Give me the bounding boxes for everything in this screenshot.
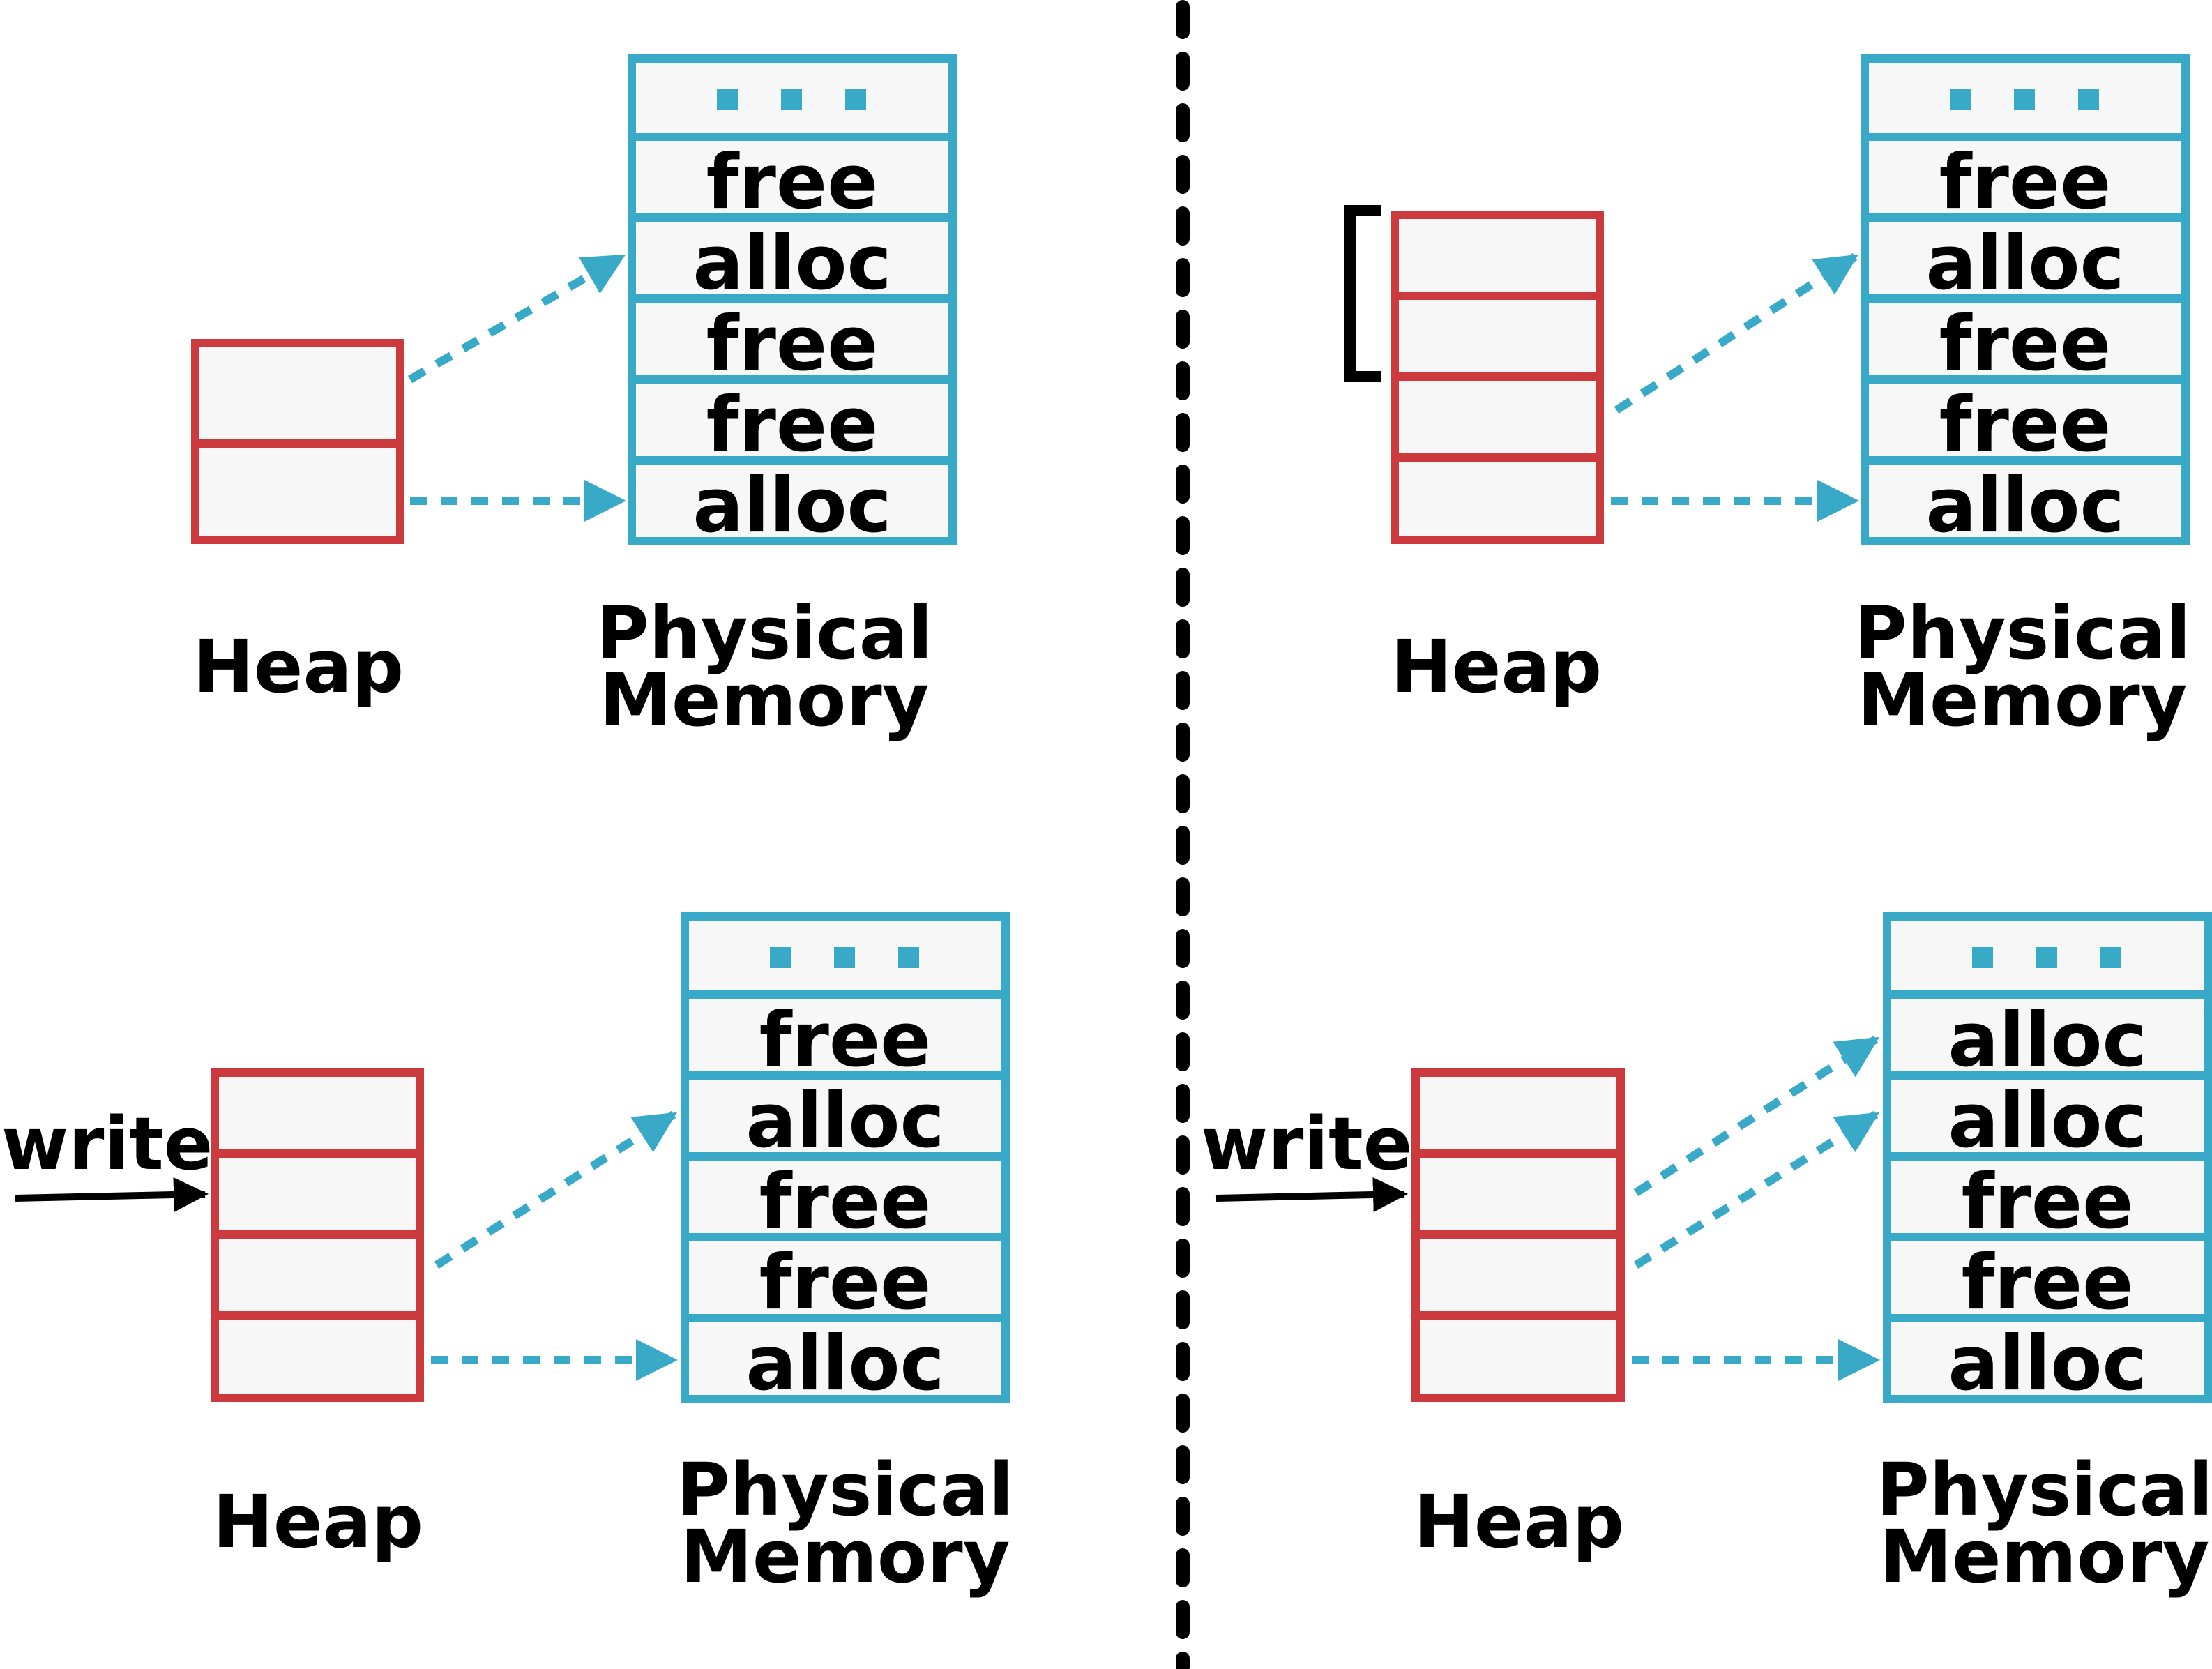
memory-cell-label: free (706, 139, 879, 226)
heap-stack (191, 339, 404, 544)
memory-cell-label: free (759, 997, 932, 1084)
memory-cell (1861, 133, 2190, 222)
heap-cell (1391, 292, 1604, 381)
heap-stack (1391, 211, 1604, 544)
memory-label-line1: Physical (596, 591, 932, 676)
memory-cell (628, 213, 957, 303)
panel-top-right: Heap free alloc free free alloc Physical… (1344, 54, 2191, 743)
three-square-dots-icon (717, 89, 866, 110)
memory-label-line1: Physical (1854, 591, 2190, 676)
write-arrow (15, 1177, 209, 1212)
heap-cell (211, 1068, 424, 1158)
memory-cell (628, 375, 957, 465)
memory-cell-label: free (1962, 1158, 2134, 1246)
memory-label-line1: Physical (676, 1447, 1013, 1532)
write-arrow (1215, 1177, 1408, 1212)
bracket-icon (1344, 205, 1381, 382)
memory-cell-label: free (706, 301, 879, 388)
panel-bottom-left: write Heap free alloc free free a (1, 912, 1014, 1599)
memory-cell-label: free (759, 1239, 932, 1327)
physical-memory-stack: free alloc free free alloc (681, 912, 1010, 1407)
memory-cell (628, 294, 957, 384)
memory-cell (681, 1152, 1010, 1241)
write-label: write (1201, 1101, 1412, 1186)
three-square-dots-icon (1972, 947, 2121, 968)
memory-cell-label: alloc (745, 1320, 944, 1407)
memory-cell-label: alloc (1925, 220, 2124, 307)
heap-label: Heap (193, 624, 404, 709)
memory-label-line2: Memory (600, 658, 930, 743)
heap-cell (1411, 1311, 1625, 1402)
memory-cell-label: free (1939, 301, 2112, 388)
mapping-arrow (1614, 252, 1859, 414)
three-square-dots-icon (1950, 89, 2099, 110)
heap-cell (191, 339, 404, 448)
physical-memory-stack: free alloc free free alloc (628, 54, 957, 550)
panel-top-left: Heap free alloc free free alloc Physical… (191, 54, 957, 743)
memory-cell-label: alloc (1925, 462, 2124, 550)
write-label: write (1, 1101, 213, 1186)
heap-cell (211, 1311, 424, 1402)
heap-label: Heap (213, 1479, 423, 1564)
memory-cell-label: free (706, 382, 879, 469)
heap-label: Heap (1414, 1479, 1624, 1564)
physical-memory-stack: alloc alloc free free alloc (1883, 912, 2212, 1407)
memory-cell (1883, 1233, 2212, 1322)
memory-cell-label: free (759, 1158, 932, 1246)
memory-cell (1861, 456, 2190, 545)
mapping-arrow (1633, 1035, 1880, 1197)
three-square-dots-icon (770, 947, 919, 968)
memory-cell (681, 990, 1010, 1080)
heap-cell (1391, 372, 1604, 462)
heap-cell (211, 1149, 424, 1239)
memory-cell (681, 1071, 1010, 1161)
memory-cell-label: free (1939, 139, 2112, 226)
memory-label-line2: Memory (681, 1514, 1010, 1599)
memory-cell-label: alloc (745, 1078, 944, 1165)
heap-cell (1411, 1230, 1625, 1320)
mapping-arrow (407, 252, 626, 384)
panel-bottom-right: write Heap alloc alloc free free (1201, 912, 2212, 1599)
memory-cell (1861, 375, 2190, 465)
memory-cell (628, 456, 957, 545)
mapping-arrow (434, 1110, 678, 1269)
memory-cell-label: free (1962, 1239, 2134, 1327)
heap-stack (211, 1068, 424, 1402)
memory-cell (681, 1314, 1010, 1403)
memory-cell-label: alloc (692, 462, 891, 550)
heap-cell (1411, 1068, 1625, 1158)
memory-label-line2: Memory (1880, 1514, 2210, 1599)
memory-cell (1883, 1314, 2212, 1403)
heap-cell (1391, 211, 1604, 300)
physical-memory-stack: free alloc free free alloc (1861, 54, 2190, 550)
heap-label: Heap (1391, 624, 1602, 709)
memory-label-line1: Physical (1876, 1447, 2212, 1532)
heap-cell (1411, 1149, 1625, 1239)
heap-cell (1391, 453, 1604, 544)
memory-cell (1883, 990, 2212, 1080)
memory-cell-label: free (1939, 382, 2112, 469)
memory-label-line2: Memory (1858, 658, 2188, 743)
heap-cell (211, 1230, 424, 1320)
mapping-arrow (1633, 1110, 1880, 1269)
heap-cell (191, 439, 404, 544)
heap-stack (1411, 1068, 1625, 1402)
memory-cell-label: alloc (1948, 1078, 2146, 1165)
memory-cell-label: alloc (1948, 997, 2146, 1084)
memory-cell-label: alloc (1948, 1320, 2146, 1407)
memory-cell-label: alloc (692, 220, 891, 307)
